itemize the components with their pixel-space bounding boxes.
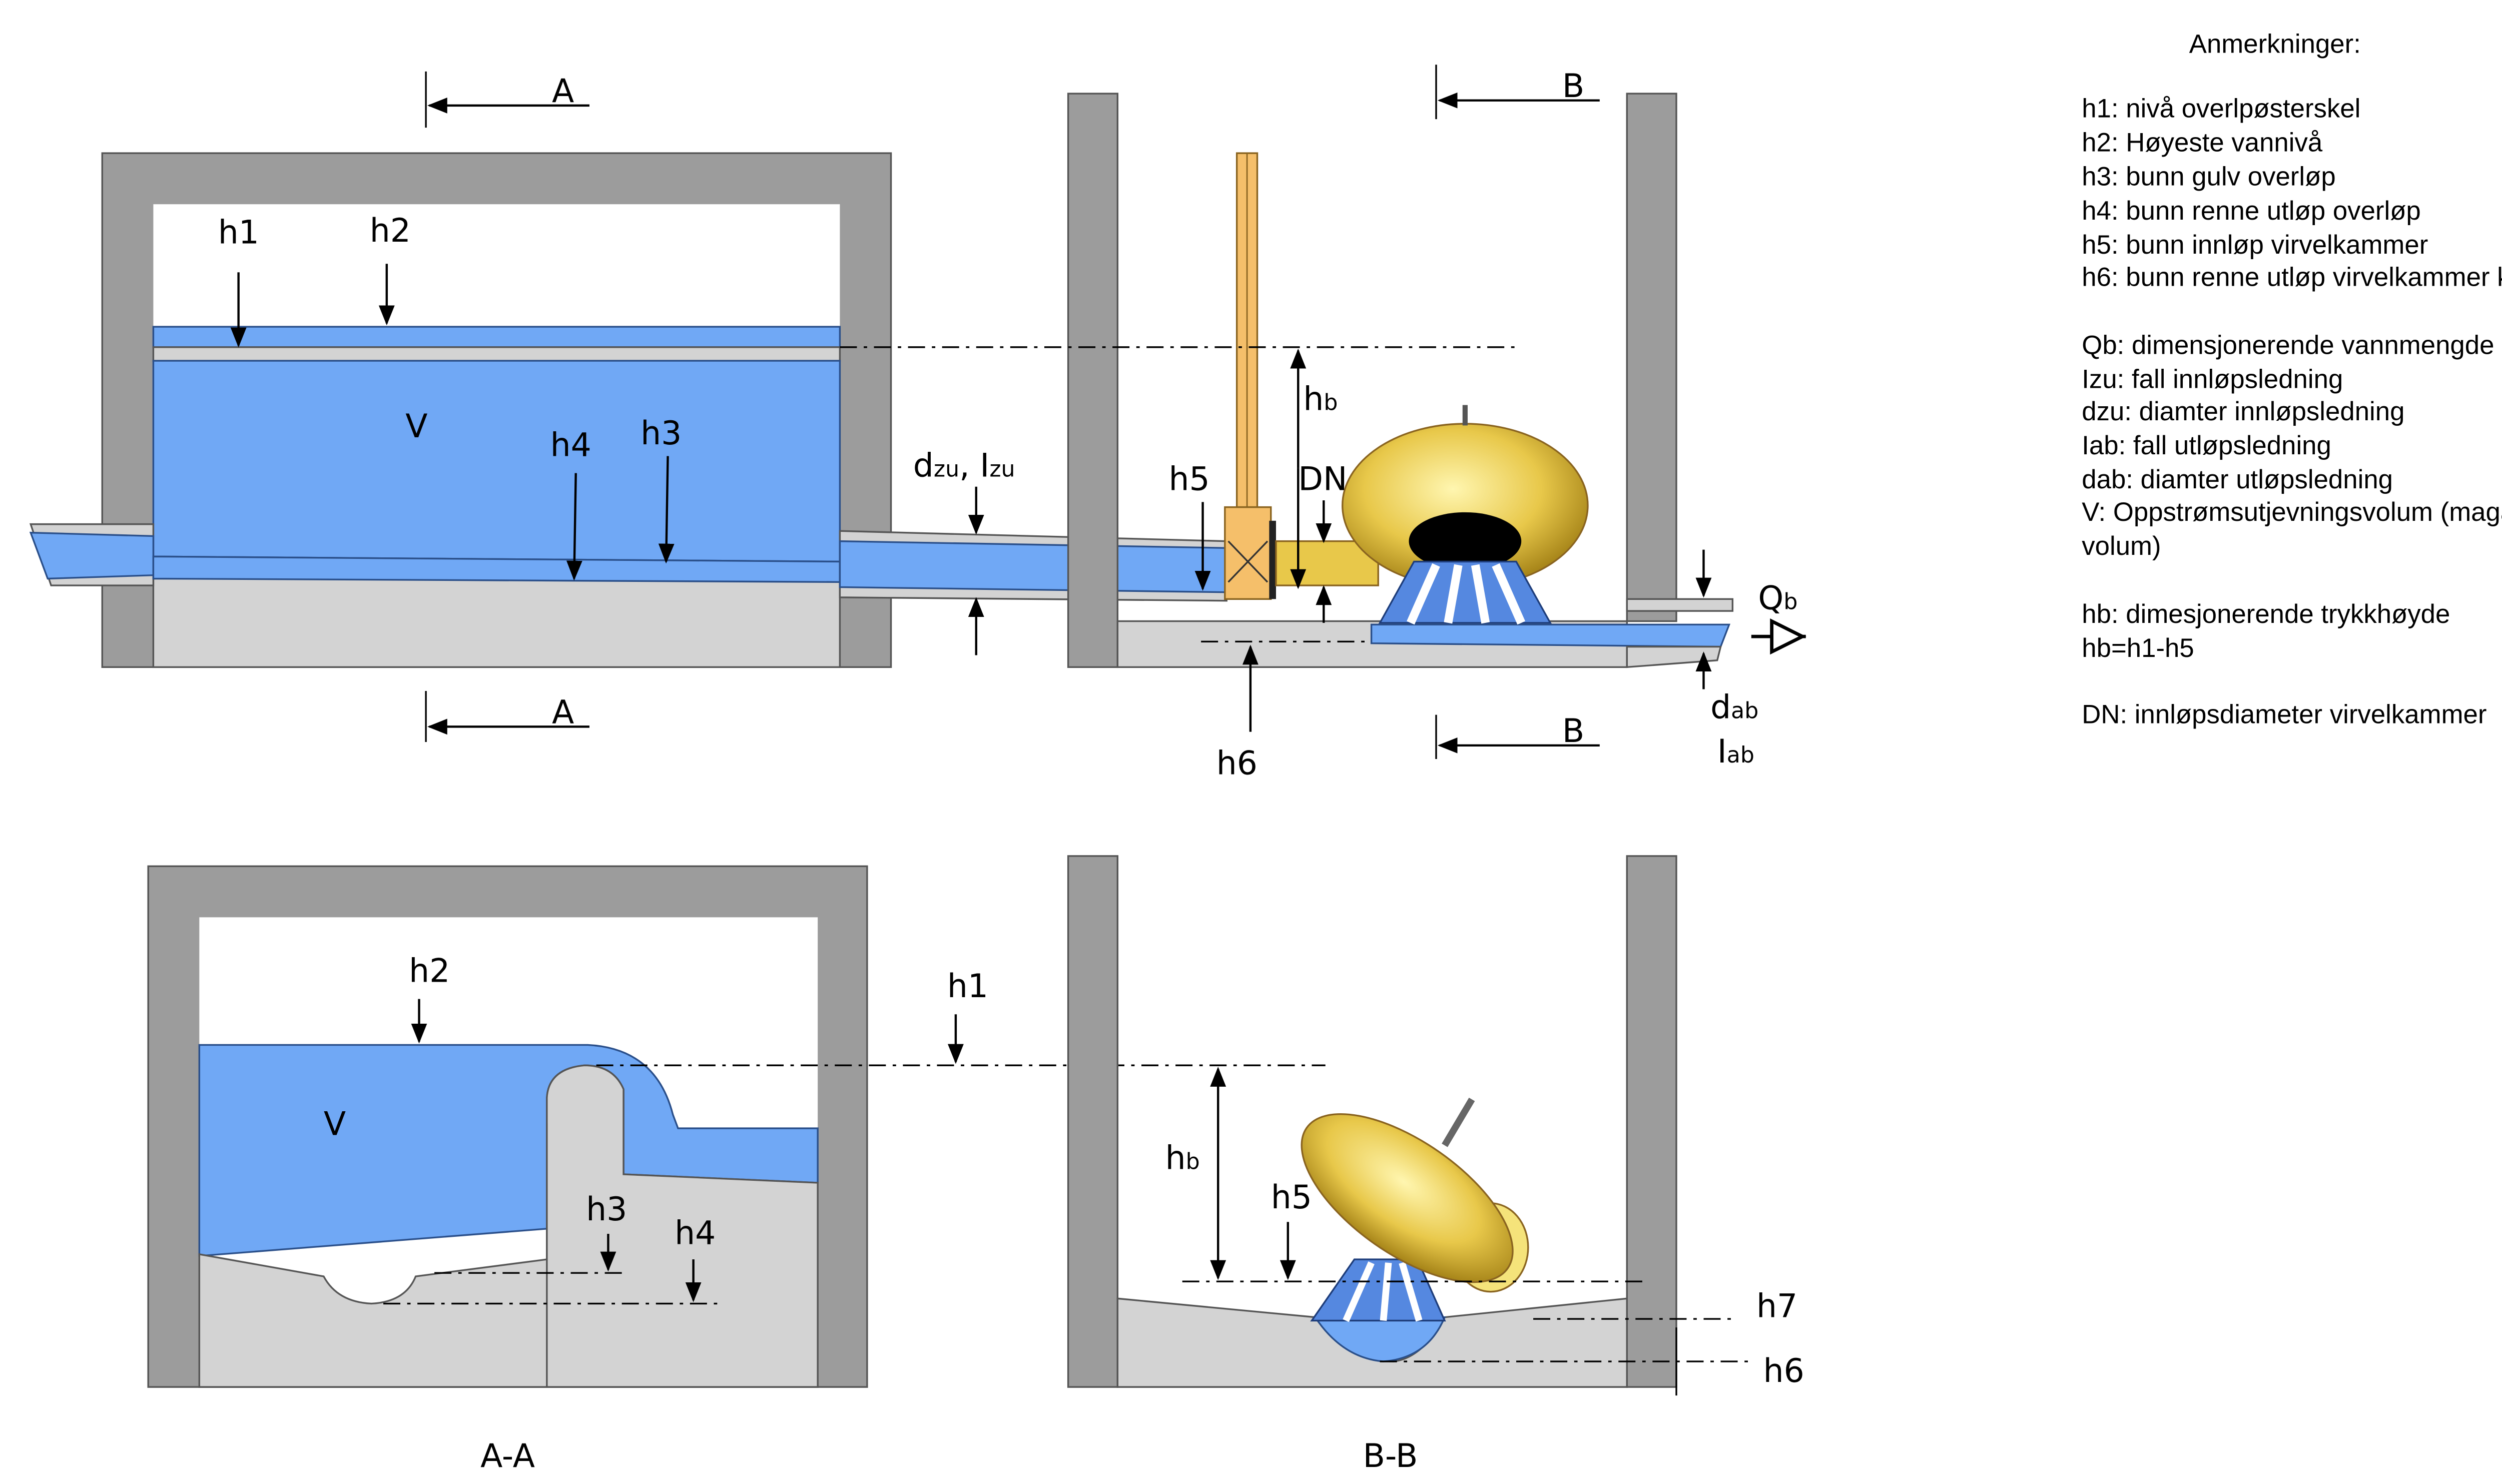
note-line: Iab: fall utløpsledning bbox=[2082, 431, 2331, 460]
label-h3: h3 bbox=[641, 415, 682, 452]
svg-text:B: B bbox=[1562, 68, 1584, 105]
section-marker-a-bottom: A bbox=[425, 690, 589, 742]
label-h5-bb: h5 bbox=[1271, 1179, 1312, 1216]
gate-cross-icon bbox=[1227, 540, 1269, 583]
label-h2-aa: h2 bbox=[409, 953, 450, 990]
note-line: h2: Høyeste vannivå bbox=[2082, 128, 2323, 158]
chamber-floor bbox=[152, 577, 841, 668]
vortex-chamber-wall-left bbox=[1067, 93, 1119, 668]
label-qb: Qb bbox=[1758, 580, 1797, 617]
svg-text:B: B bbox=[1562, 712, 1584, 750]
section-b-b: hb h5 h7 h6 B-B bbox=[1067, 855, 1804, 1475]
top-water-layer bbox=[152, 326, 841, 348]
notes-title: Anmerkninger: bbox=[2189, 29, 2361, 59]
label-h6: h6 bbox=[1216, 745, 1258, 783]
section-b-wall-right bbox=[1626, 855, 1677, 1388]
section-a-a: h2 V h1 h3 h4 A-A bbox=[147, 865, 1326, 1475]
label-h6-bb: h6 bbox=[1763, 1352, 1804, 1390]
note-line: h6: bunn renne utløp virvelkammer kum bbox=[2082, 262, 2502, 292]
note-line: Qb: dimensjonerende vannmengde bbox=[2082, 331, 2494, 360]
label-h2: h2 bbox=[370, 212, 411, 250]
svg-text:A: A bbox=[552, 694, 574, 731]
section-marker-a-top: A bbox=[425, 71, 589, 128]
note-line: dzu: diamter innløpsledning bbox=[2082, 397, 2404, 426]
section-marker-b-bottom: B bbox=[1435, 712, 1600, 760]
inlet-pipe-water bbox=[29, 531, 155, 580]
label-h7: h7 bbox=[1756, 1288, 1797, 1325]
storage-volume-water bbox=[152, 360, 841, 563]
note-line: h5: bunn innløp virvelkammer bbox=[2082, 230, 2428, 260]
label-v-aa: V bbox=[324, 1106, 346, 1143]
label-dab: dab bbox=[1710, 688, 1758, 726]
note-line: h1: nivå overlpøsterskel bbox=[2082, 94, 2360, 124]
note-line: DN: innløpsdiameter virvelkammer bbox=[2082, 700, 2486, 729]
weir-sill bbox=[152, 346, 841, 362]
note-line: hb: dimesjonerende trykkhøyde bbox=[2082, 599, 2450, 629]
label-dzu-izu: dzu, Izu bbox=[913, 447, 1015, 484]
section-b-wall-left bbox=[1067, 855, 1119, 1388]
svg-text:A: A bbox=[552, 73, 574, 110]
label-hb: hb bbox=[1303, 381, 1338, 418]
outlet-top bbox=[1626, 598, 1734, 612]
label-h4-aa: h4 bbox=[675, 1214, 716, 1252]
label-v: V bbox=[405, 408, 427, 445]
section-a-floor bbox=[198, 1064, 819, 1388]
flow-arrow-icon bbox=[1770, 618, 1806, 655]
note-line: dab: diamter utløpsledning bbox=[2082, 465, 2393, 494]
label-h1-aa: h1 bbox=[947, 968, 988, 1005]
caption-b-b: B-B bbox=[1363, 1437, 1418, 1475]
label-iab: Iab bbox=[1717, 733, 1754, 771]
flange bbox=[1269, 520, 1276, 599]
label-hb-bb: hb bbox=[1165, 1140, 1200, 1177]
label-h3-aa: h3 bbox=[586, 1191, 627, 1228]
note-line: h4: bunn renne utløp overløp bbox=[2082, 196, 2420, 226]
label-h5: h5 bbox=[1168, 461, 1209, 498]
notes-panel: Anmerkninger: h1: nivå overlpøsterskel h2… bbox=[2082, 29, 2502, 729]
outlet-channel-water bbox=[1370, 623, 1731, 648]
section-marker-b-top: B bbox=[1435, 65, 1600, 120]
label-dn: DN bbox=[1298, 461, 1347, 498]
channel-water bbox=[152, 555, 841, 583]
longitudinal-section: A A B B h1 h2 V h4 h3 dzu, Izu h5 DN hb … bbox=[29, 65, 1806, 783]
caption-a-a: A-A bbox=[480, 1437, 535, 1475]
note-line: volum) bbox=[2082, 531, 2161, 561]
label-h4: h4 bbox=[550, 427, 591, 464]
vortex-outlet-opening bbox=[1409, 512, 1522, 570]
note-line: hb=h1-h5 bbox=[2082, 633, 2194, 663]
gate-valve bbox=[1224, 506, 1272, 600]
note-line: Izu: fall innløpsledning bbox=[2082, 365, 2343, 394]
note-line: V: Oppstrømsutjevningsvolum (magasin bbox=[2082, 497, 2502, 527]
vortex-valve-tilted bbox=[1301, 1113, 1514, 1283]
connecting-pipe-water bbox=[839, 540, 1227, 593]
vortex-chamber-wall-right bbox=[1626, 93, 1677, 622]
outlet-bottom bbox=[1626, 645, 1722, 668]
vortex-outflow-jet bbox=[1378, 560, 1552, 624]
note-line: h3: bunn gulv overløp bbox=[2082, 162, 2335, 192]
label-h1: h1 bbox=[218, 214, 259, 251]
